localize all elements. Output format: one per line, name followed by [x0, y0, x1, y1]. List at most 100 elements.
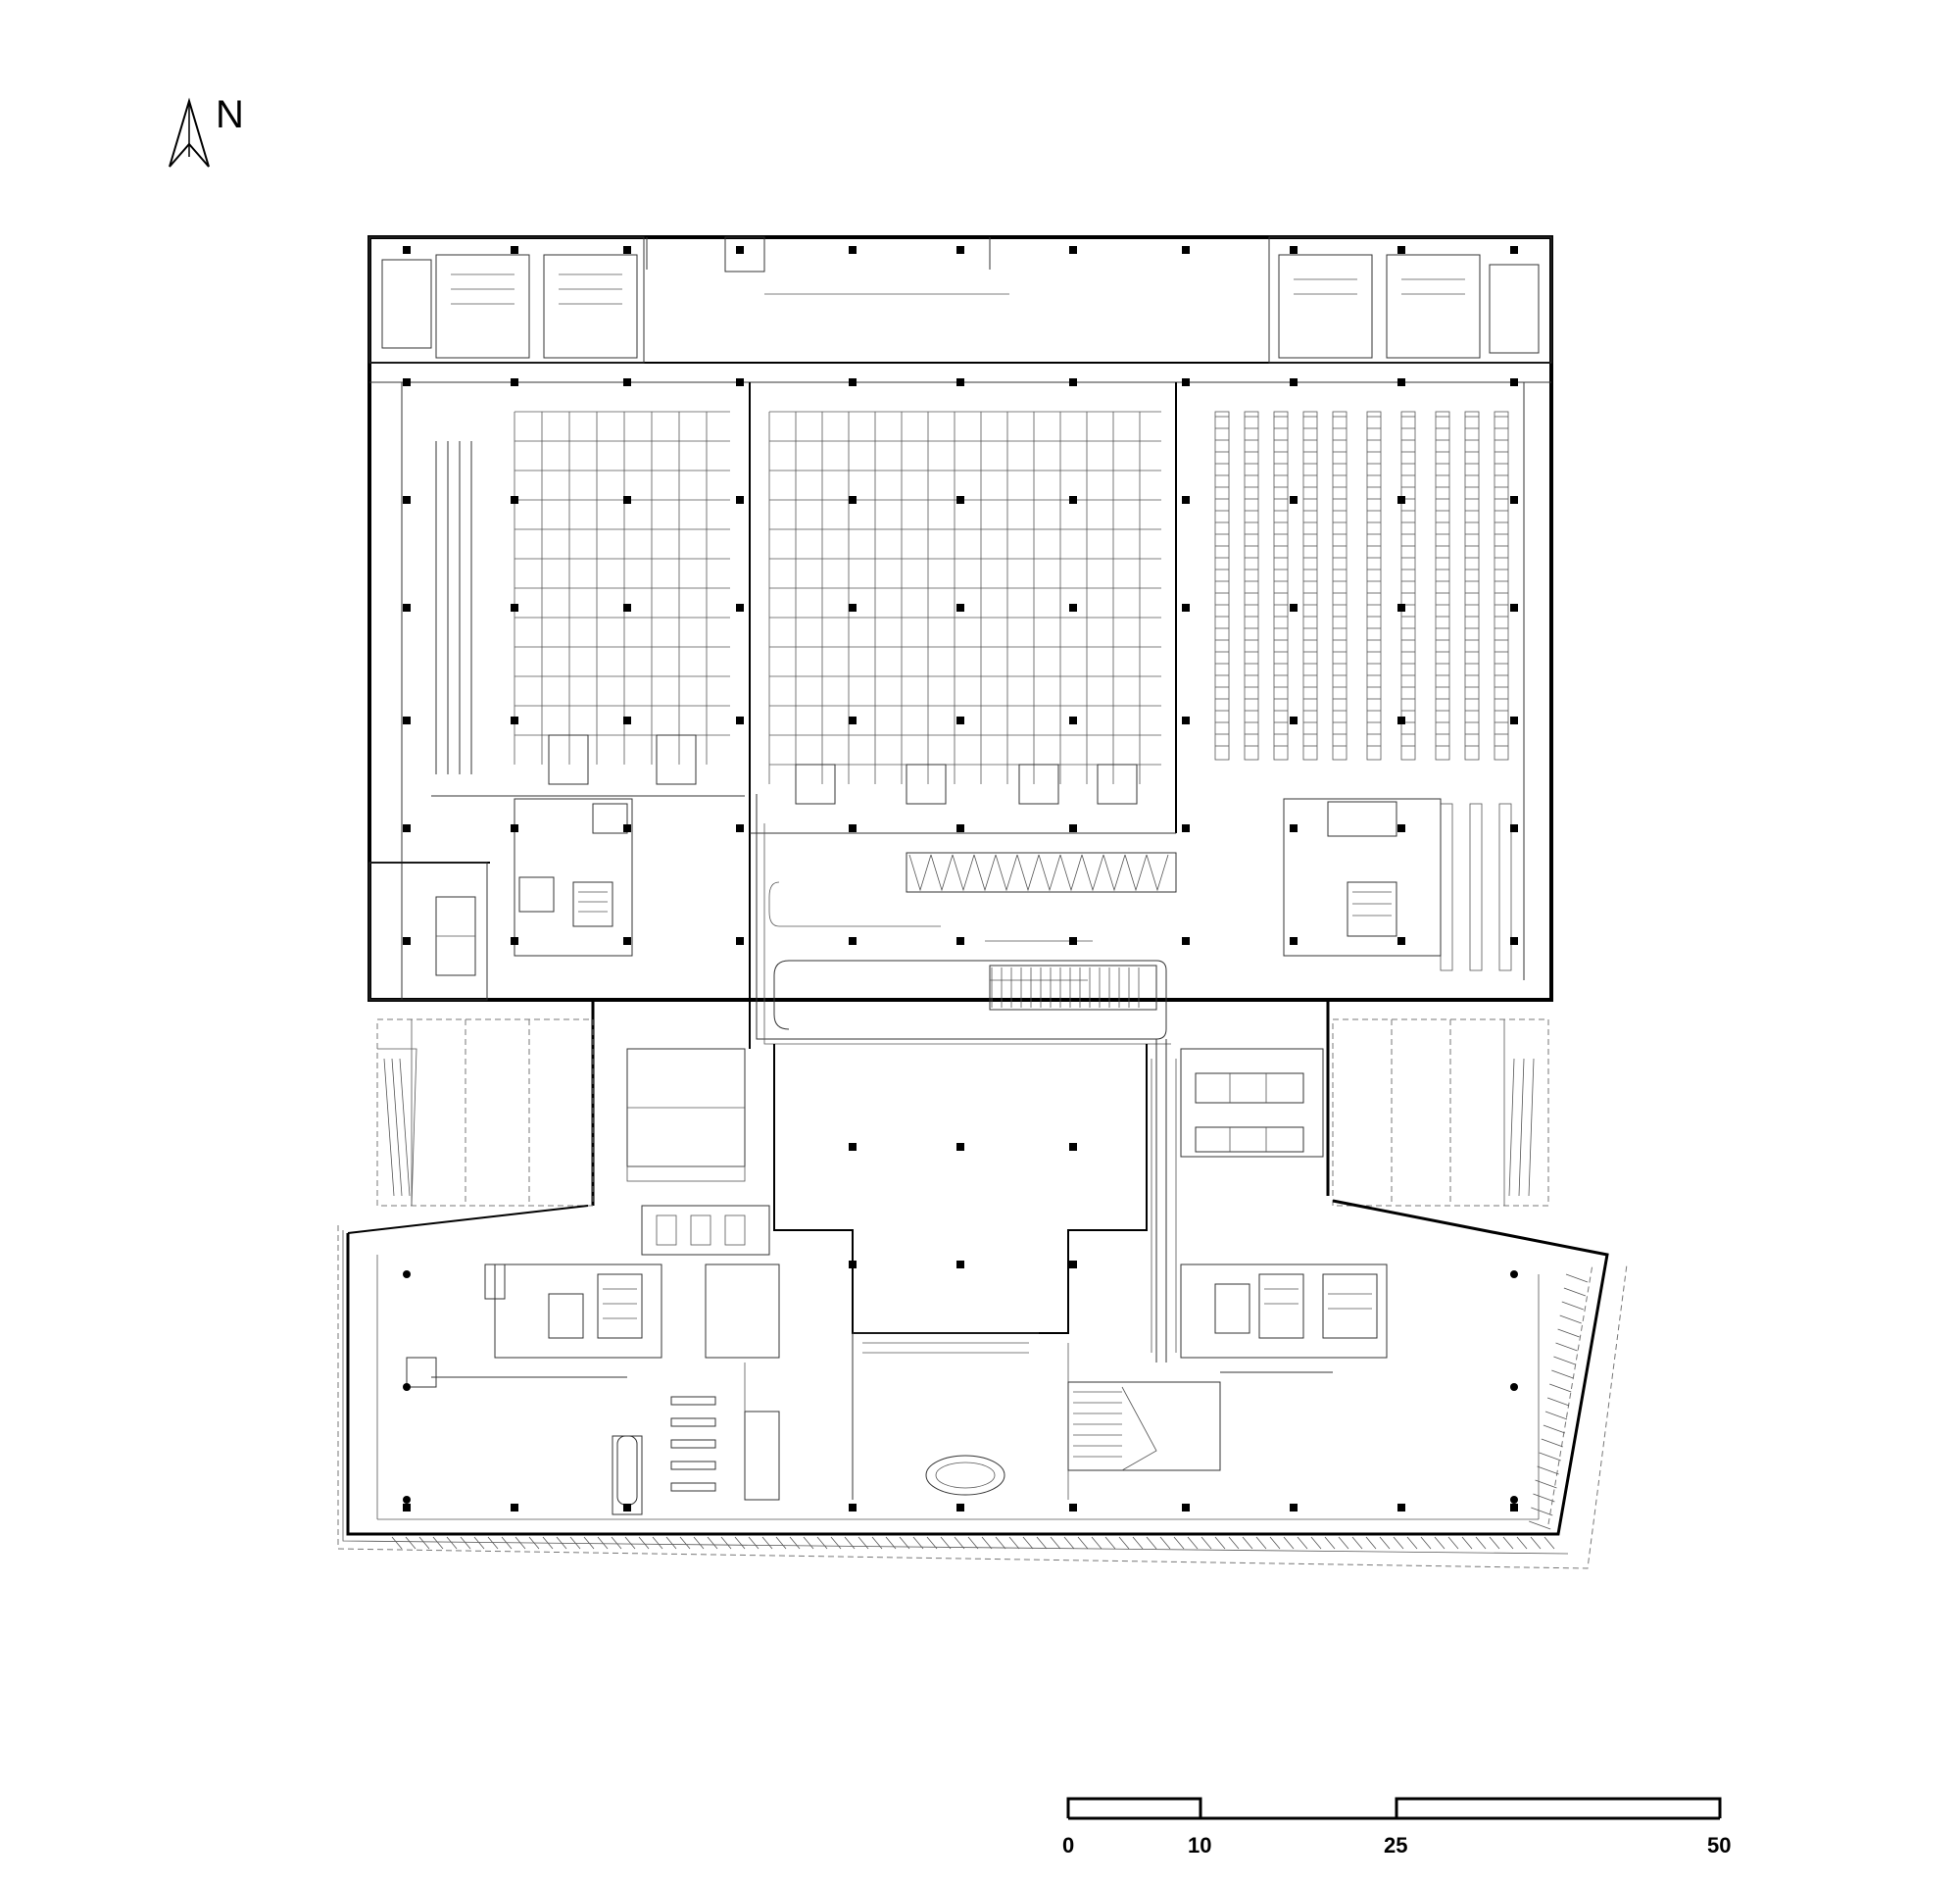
conveyor-zigzag — [1059, 854, 1083, 892]
hatch — [1159, 1536, 1171, 1550]
hatch — [1255, 1536, 1267, 1550]
hatch — [1187, 1536, 1199, 1550]
structural-column — [403, 937, 411, 945]
hatch — [1537, 1465, 1559, 1475]
hatch — [487, 1536, 499, 1550]
structural-column — [1182, 824, 1190, 832]
structural-column — [736, 937, 744, 945]
structural-column — [1182, 496, 1190, 504]
east-compact-shelving — [1214, 411, 1512, 971]
structural-column — [1182, 937, 1190, 945]
hatch — [748, 1536, 760, 1550]
east-cafe — [1180, 1048, 1324, 1158]
conveyor-loop — [756, 794, 1177, 1363]
hatch — [1036, 1536, 1048, 1550]
structural-column — [403, 496, 411, 504]
south-reading-area — [406, 1357, 780, 1515]
west-mid-rooms — [626, 1048, 770, 1256]
compact-shelf — [1244, 411, 1259, 761]
structural-column — [403, 824, 411, 832]
hatch — [693, 1536, 705, 1550]
hatch — [1214, 1536, 1226, 1550]
structural-column — [1397, 937, 1405, 945]
structural-column — [1182, 378, 1190, 386]
compact-shelf — [1494, 411, 1509, 761]
structural-column — [1290, 604, 1298, 612]
hatch — [789, 1536, 801, 1550]
structural-column — [849, 824, 857, 832]
reading-table — [670, 1417, 716, 1427]
hatch — [1461, 1536, 1473, 1550]
structural-column — [1182, 246, 1190, 254]
conveyor-zigzag — [973, 854, 997, 892]
structural-column — [403, 717, 411, 724]
hatch — [1553, 1356, 1576, 1365]
hatch — [981, 1536, 993, 1550]
structural-column — [511, 937, 518, 945]
hatch — [542, 1536, 554, 1550]
hatch — [1146, 1536, 1157, 1550]
south-wing — [337, 1199, 1628, 1569]
hatch — [1379, 1536, 1391, 1550]
hatch — [1544, 1536, 1555, 1550]
conveyor-zigzag — [908, 854, 932, 892]
atrium — [773, 1044, 1148, 1500]
structural-column — [1290, 246, 1298, 254]
hatch — [1022, 1536, 1034, 1550]
structural-column — [956, 824, 964, 832]
hatch — [1228, 1536, 1240, 1550]
structural-column — [849, 246, 857, 254]
hatch — [514, 1536, 526, 1550]
scale-bar: 0 10 25 50 — [1062, 1797, 1731, 1858]
structural-column — [1510, 937, 1518, 945]
sw-core — [484, 1264, 780, 1359]
structural-column — [1510, 1496, 1518, 1504]
hatch — [1475, 1536, 1487, 1550]
hatch — [556, 1536, 567, 1550]
structural-column — [1069, 378, 1077, 386]
compact-shelf — [1498, 803, 1512, 971]
structural-column — [403, 604, 411, 612]
hatch — [1546, 1397, 1570, 1407]
hatch — [418, 1536, 430, 1550]
structural-column — [1069, 824, 1077, 832]
hatch — [1530, 1536, 1542, 1550]
hatch — [1091, 1536, 1102, 1550]
hatch — [1489, 1536, 1500, 1550]
hatch — [1173, 1536, 1185, 1550]
hatch — [734, 1536, 746, 1550]
ne-service-core — [1268, 236, 1552, 364]
hatch — [803, 1536, 814, 1550]
structural-column — [623, 604, 631, 612]
hatch — [816, 1536, 828, 1550]
hatch — [405, 1536, 416, 1550]
hatch — [1008, 1536, 1020, 1550]
hatch — [460, 1536, 471, 1550]
hatch — [1549, 1383, 1572, 1393]
hatch — [1077, 1536, 1089, 1550]
conveyor-zigzag — [1016, 854, 1040, 892]
structural-column — [1069, 937, 1077, 945]
structural-column — [403, 246, 411, 254]
hatch — [1393, 1536, 1404, 1550]
structural-column — [849, 717, 857, 724]
conveyor-zigzag — [1102, 854, 1126, 892]
structural-column — [956, 1261, 964, 1268]
hatch — [611, 1536, 622, 1550]
structural-column — [511, 604, 518, 612]
structural-column — [956, 496, 964, 504]
hatch — [583, 1536, 595, 1550]
structural-column — [623, 496, 631, 504]
structural-column — [511, 378, 518, 386]
structural-column — [511, 496, 518, 504]
structural-column — [1069, 1261, 1077, 1268]
structural-column — [736, 824, 744, 832]
structural-column — [849, 937, 857, 945]
hatch — [1447, 1536, 1459, 1550]
hatch — [1132, 1536, 1144, 1550]
hatch — [1529, 1520, 1551, 1530]
compact-shelf — [1366, 411, 1382, 761]
structural-column — [1182, 604, 1190, 612]
structural-column — [849, 1504, 857, 1511]
